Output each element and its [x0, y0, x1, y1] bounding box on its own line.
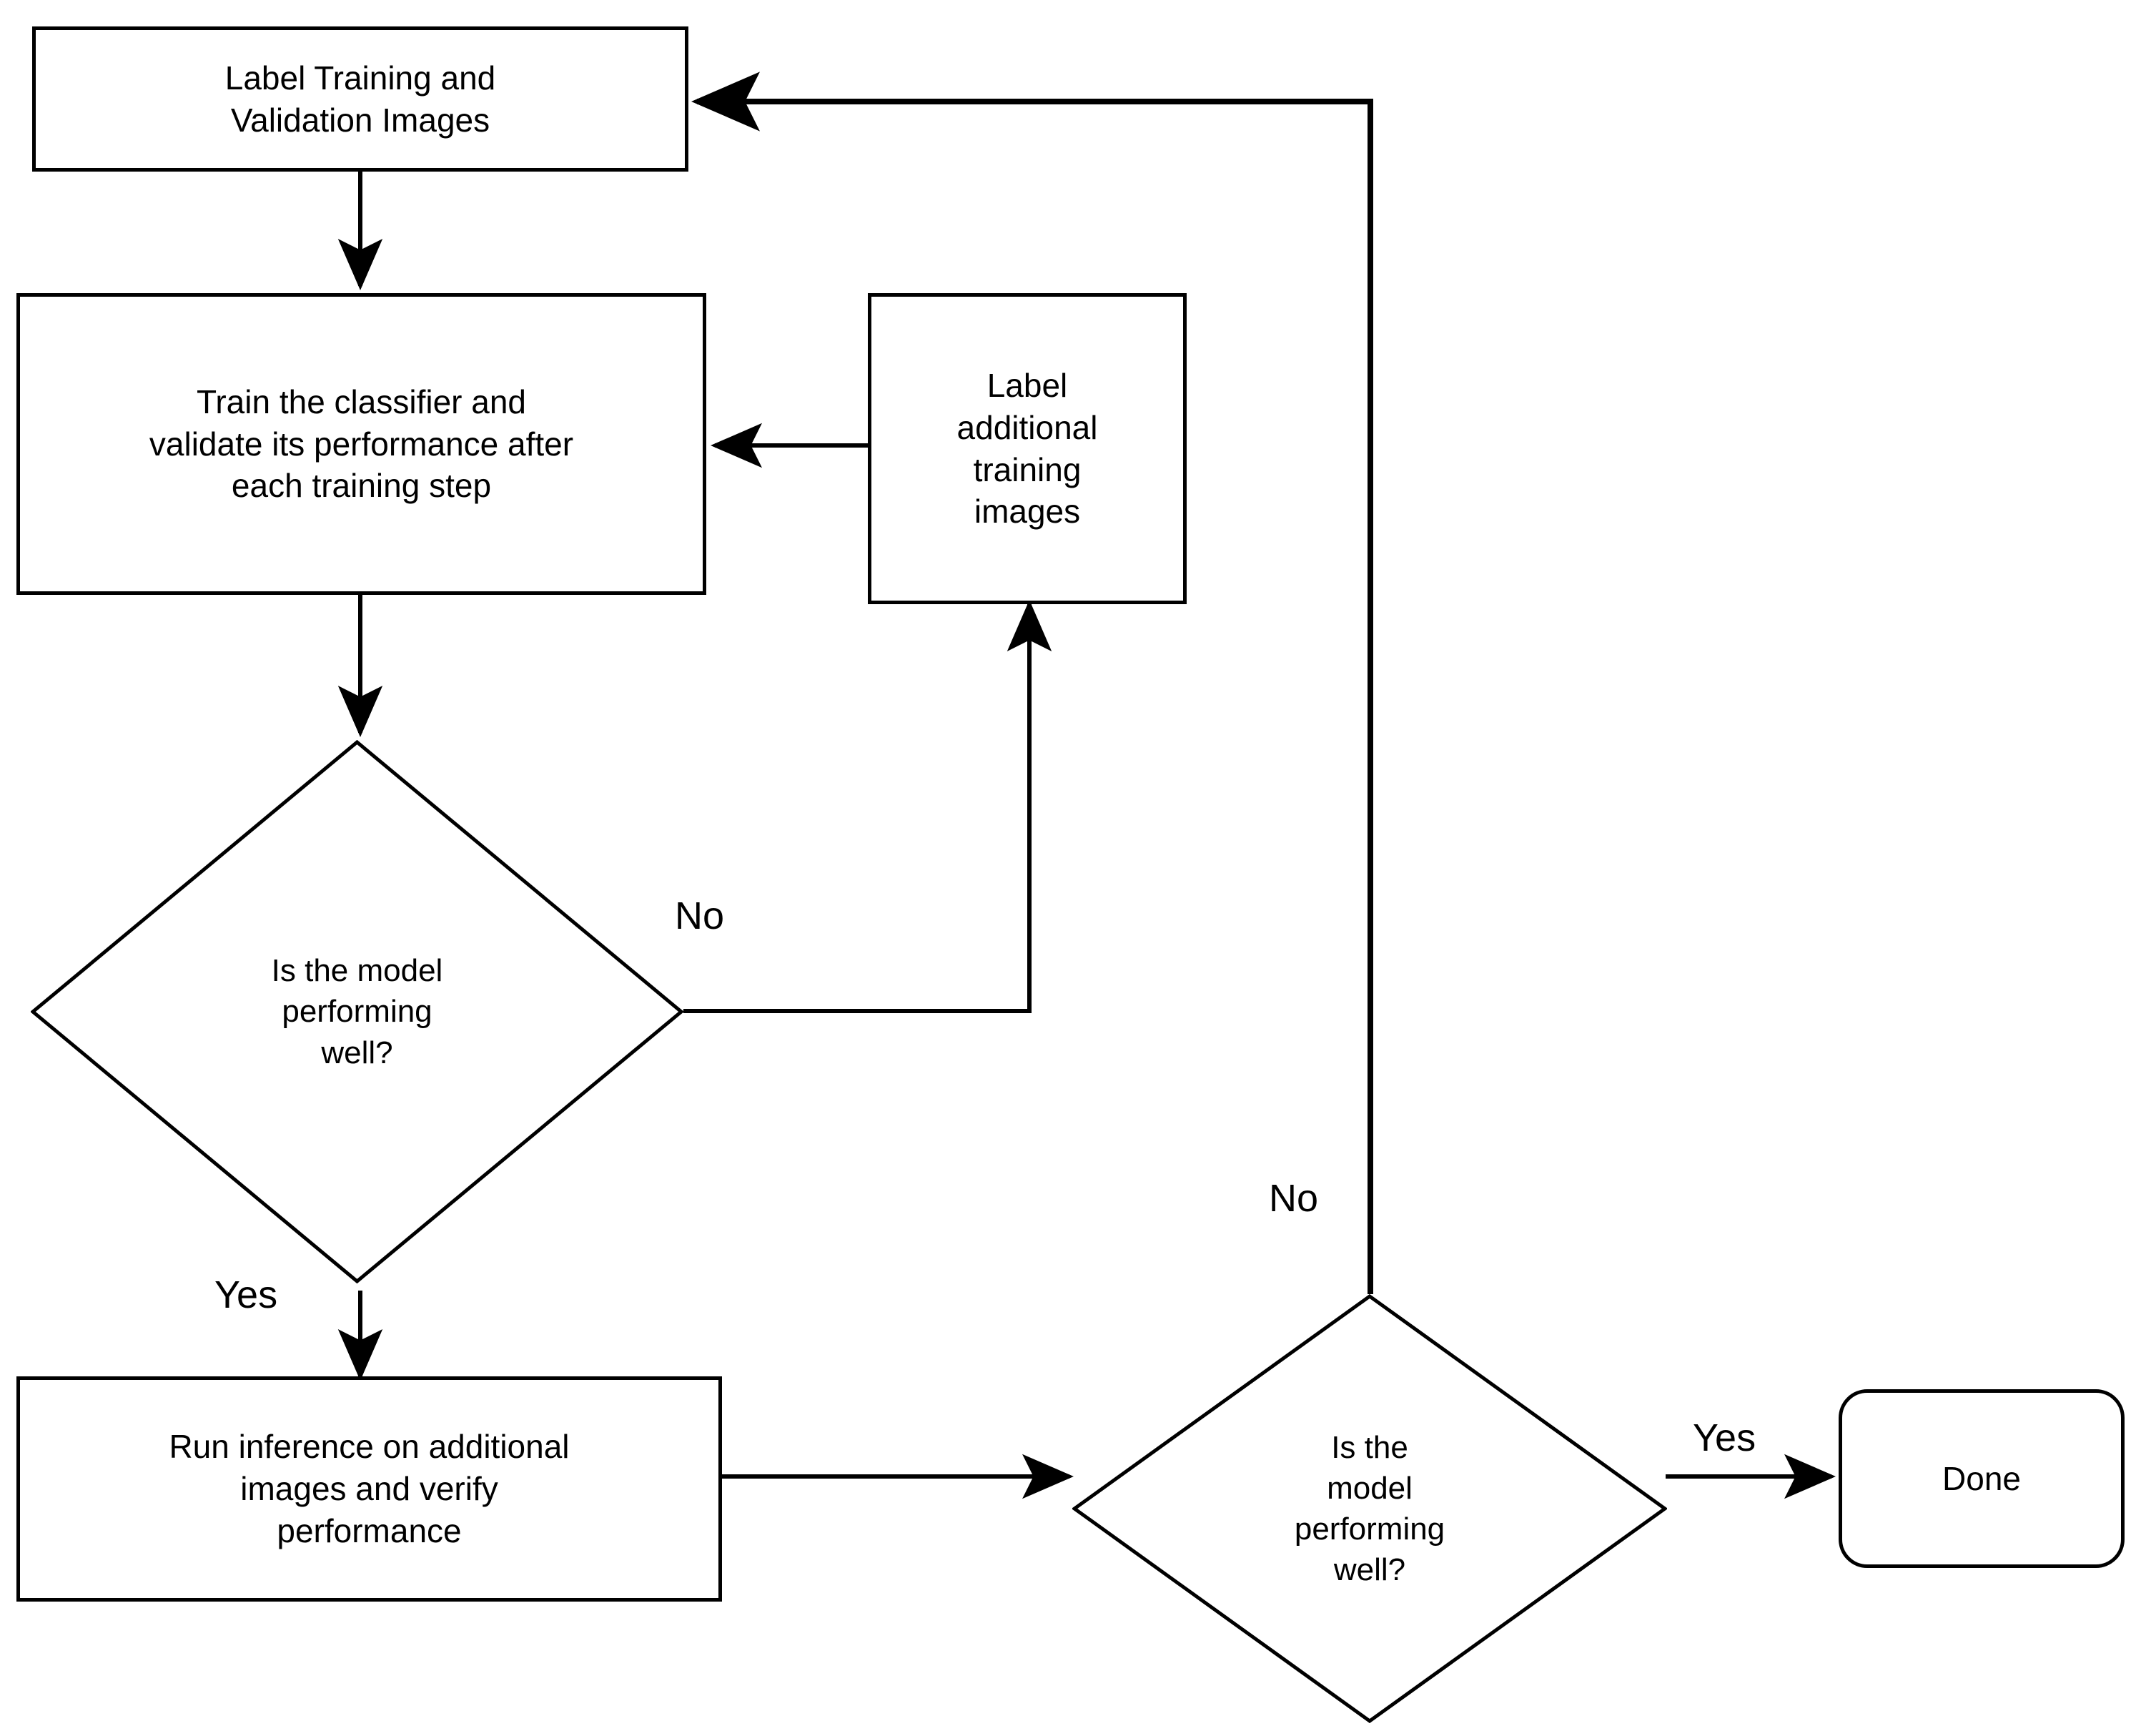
edge-label-decision-one-no: No [675, 894, 725, 937]
node-label-training-images[interactable]: Label Training and Validation Images [32, 26, 688, 172]
node-done-text: Done [1942, 1459, 2021, 1497]
node-train-and-validate-text: Train the classifier and validate its pe… [149, 383, 574, 505]
node-train-and-validate[interactable]: Train the classifier and validate its pe… [16, 293, 706, 595]
node-label-additional-images[interactable]: Label additional training images [868, 293, 1187, 604]
edge-decision-one-no-to-label-additional [683, 600, 1052, 1013]
node-run-inference[interactable]: Run inference on additional images and v… [16, 1376, 722, 1602]
node-decision-one[interactable]: Is the model performing well? [31, 740, 683, 1283]
decision-two-shape [1072, 1294, 1667, 1723]
edge-label-decision-two-no: No [1269, 1177, 1319, 1220]
node-decision-two[interactable]: Is the model performing well? [1072, 1294, 1667, 1723]
node-decision-one-text: Is the model performing well? [271, 953, 443, 1070]
node-done[interactable]: Done [1839, 1389, 2125, 1568]
edge-label-decision-two-yes: Yes [1693, 1416, 1756, 1459]
node-decision-two-text: Is the model performing well? [1294, 1429, 1445, 1588]
node-label-additional-images-text: Label additional training images [956, 366, 1098, 531]
node-run-inference-text: Run inference on additional images and v… [169, 1428, 570, 1549]
edge-label-decision-one-yes: Yes [214, 1273, 278, 1316]
edge-decision-two-no-to-label-training [691, 71, 1373, 1294]
node-label-training-images-text: Label Training and Validation Images [224, 59, 496, 139]
decision-one-shape [31, 740, 683, 1283]
